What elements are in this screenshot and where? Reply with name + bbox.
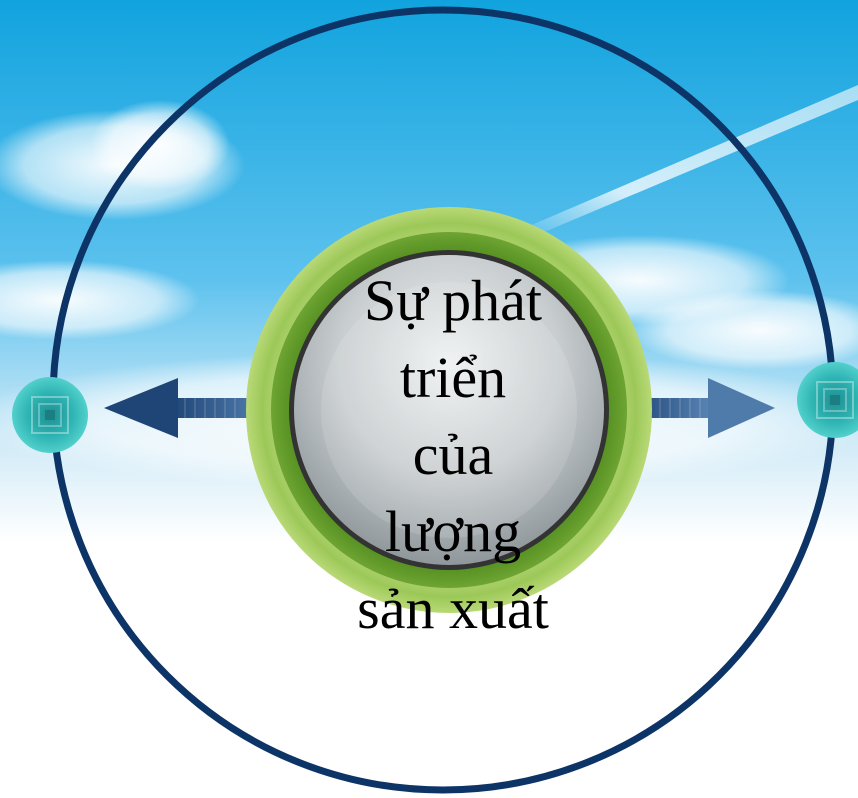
left-node-icon [12, 377, 88, 453]
center-label-line-2: triển [399, 345, 507, 410]
contrail [520, 85, 858, 238]
arrow-left-icon [104, 378, 260, 438]
center-label-line-4: lượng [384, 499, 522, 564]
right-node-icon [797, 362, 858, 438]
center-label-line-5: sản xuất [357, 576, 549, 641]
center-label-line-3: của [412, 422, 494, 487]
center-label: Sự phát triển của lượng sản xuất [300, 262, 606, 647]
center-hub [246, 207, 652, 613]
center-label-line-1: Sự phát [363, 268, 543, 333]
